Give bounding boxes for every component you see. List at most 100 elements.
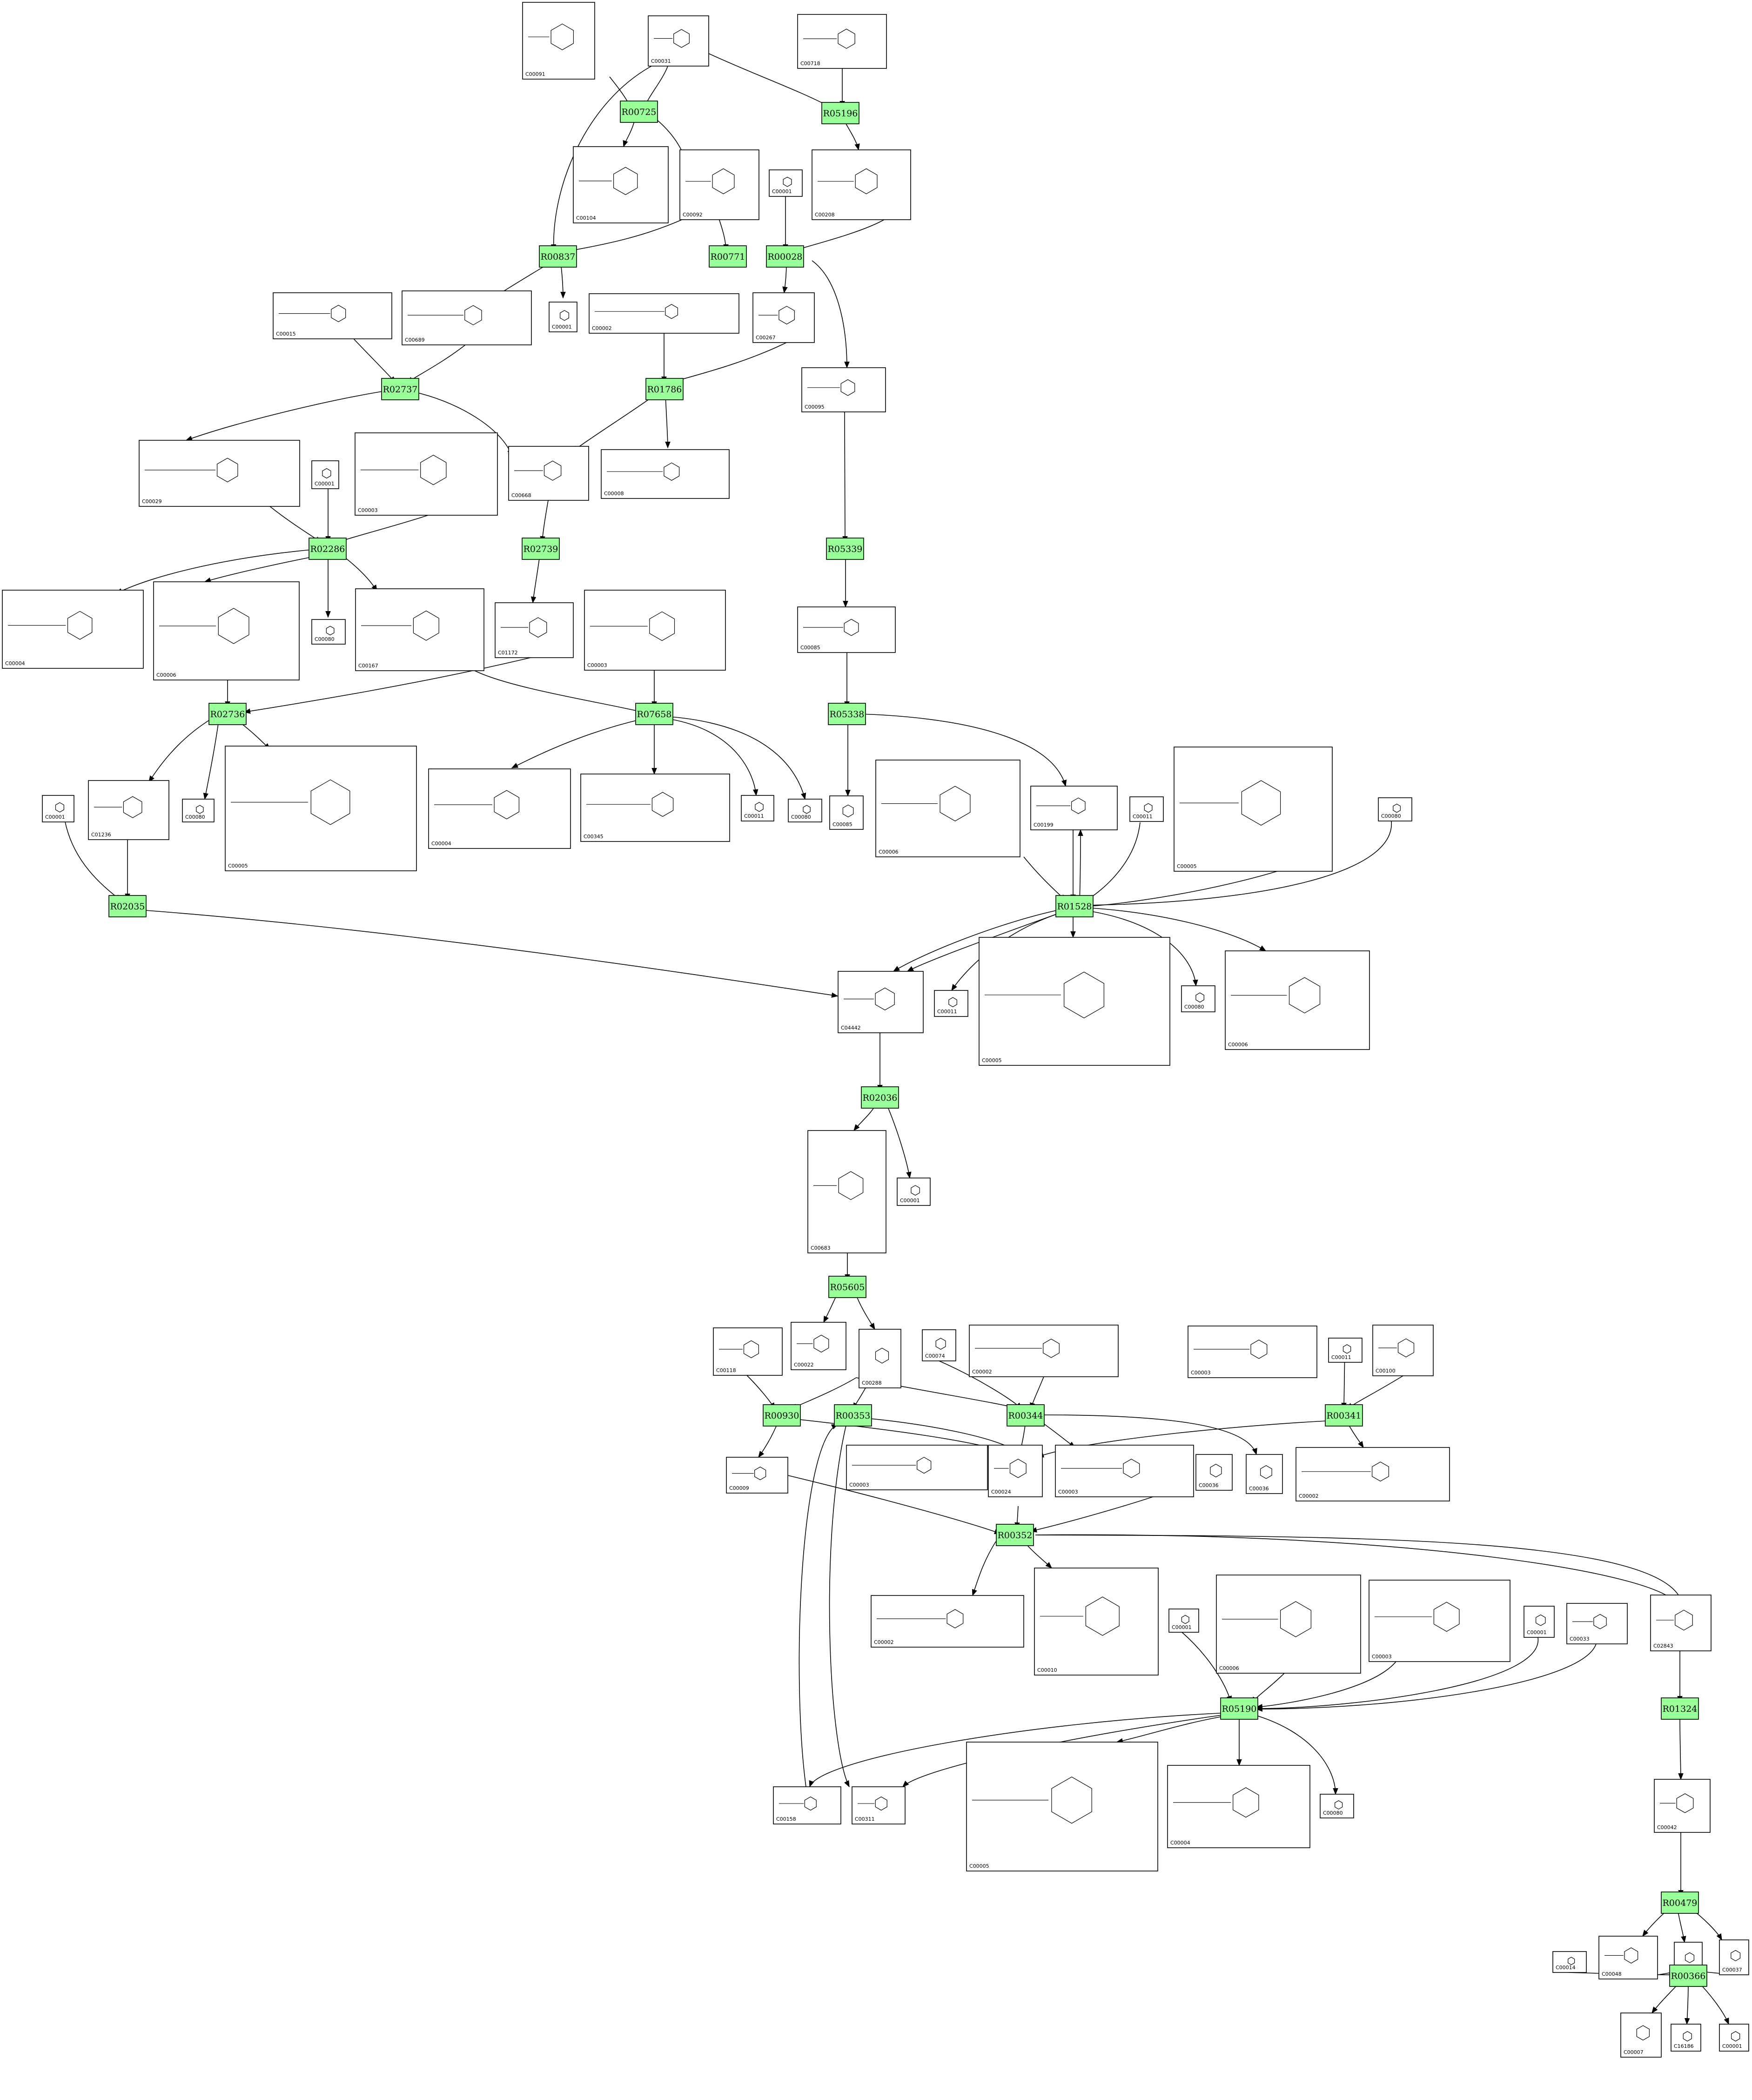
compound-node[interactable]: C00002 xyxy=(589,293,739,334)
reaction-node[interactable]: R02737 xyxy=(381,378,419,400)
compound-node[interactable]: C00167 xyxy=(355,588,484,671)
reaction-node[interactable]: R00837 xyxy=(539,245,577,268)
reaction-node[interactable]: R05196 xyxy=(821,102,859,124)
reaction-node[interactable]: R02035 xyxy=(108,895,147,917)
compound-node[interactable]: C00005 xyxy=(966,1742,1158,1871)
compound-node[interactable]: C00006 xyxy=(875,760,1020,857)
compound-node[interactable]: C00074 xyxy=(922,1329,956,1361)
compound-node[interactable]: C00042 xyxy=(1654,1779,1711,1833)
reaction-node[interactable]: R01786 xyxy=(645,378,684,400)
compound-node[interactable]: C00036 xyxy=(1195,1454,1233,1491)
reaction-node[interactable]: R02736 xyxy=(208,703,247,725)
compound-node[interactable]: C00003 xyxy=(1369,1580,1510,1662)
compound-node[interactable]: C00011 xyxy=(1129,796,1164,822)
compound-node[interactable]: C00001 xyxy=(1168,1609,1199,1633)
reaction-node[interactable]: R00366 xyxy=(1669,1965,1707,1987)
reaction-node[interactable]: R05190 xyxy=(1220,1697,1258,1720)
compound-node[interactable]: C00010 xyxy=(1034,1568,1159,1676)
reaction-node[interactable]: R00028 xyxy=(766,245,804,268)
compound-node[interactable]: C00015 xyxy=(273,292,392,339)
compound-node[interactable]: C00091 xyxy=(522,2,595,80)
compound-node[interactable]: C00001 xyxy=(769,169,803,197)
reaction-node[interactable]: R00353 xyxy=(834,1404,872,1427)
compound-node[interactable]: C00011 xyxy=(934,990,968,1017)
compound-node[interactable]: C00118 xyxy=(713,1327,783,1376)
compound-node[interactable]: C00001 xyxy=(549,302,577,332)
compound-node[interactable]: C00208 xyxy=(812,149,911,220)
reaction-node[interactable]: R02739 xyxy=(522,538,560,560)
compound-node[interactable]: C00080 xyxy=(788,799,822,822)
compound-node[interactable]: C00004 xyxy=(1167,1765,1310,1848)
compound-node[interactable]: C00029 xyxy=(139,440,300,507)
compound-node[interactable]: C00006 xyxy=(153,581,300,680)
compound-node[interactable]: C00031 xyxy=(648,15,709,67)
compound-node[interactable]: C00003 xyxy=(584,590,726,671)
compound-node[interactable]: C00022 xyxy=(791,1322,846,1370)
reaction-node[interactable]: R02286 xyxy=(309,538,347,560)
compound-node[interactable]: C00001 xyxy=(1719,2024,1749,2052)
compound-node[interactable]: C00002 xyxy=(1296,1447,1450,1501)
reaction-node[interactable]: R00479 xyxy=(1661,1891,1699,1914)
compound-node[interactable]: C00006 xyxy=(1225,950,1370,1050)
compound-node[interactable]: C00104 xyxy=(573,146,669,223)
compound-node[interactable]: C00003 xyxy=(1055,1445,1194,1497)
compound-node[interactable]: C02843 xyxy=(1650,1595,1712,1651)
compound-node[interactable]: C00199 xyxy=(1030,786,1118,830)
compound-node[interactable]: C00080 xyxy=(1320,1794,1354,1818)
reaction-node[interactable]: R00341 xyxy=(1325,1404,1363,1427)
compound-node[interactable]: C00007 xyxy=(1620,2012,1662,2058)
reaction-node[interactable]: R00344 xyxy=(1007,1404,1045,1427)
compound-node[interactable]: C00689 xyxy=(402,290,532,345)
reaction-node[interactable]: R05338 xyxy=(828,703,866,725)
reaction-node[interactable]: R00771 xyxy=(709,245,747,268)
compound-node[interactable]: C00036 xyxy=(1246,1454,1283,1494)
compound-node[interactable]: C00288 xyxy=(859,1329,901,1388)
compound-node[interactable]: C00048 xyxy=(1598,1936,1658,1979)
compound-node[interactable]: C00683 xyxy=(807,1130,886,1253)
compound-node[interactable]: C00158 xyxy=(773,1786,841,1824)
compound-node[interactable]: C00001 xyxy=(42,795,74,822)
compound-node[interactable]: C00006 xyxy=(1216,1575,1361,1674)
compound-node[interactable]: C00080 xyxy=(182,799,215,822)
compound-node[interactable]: C00080 xyxy=(311,619,346,645)
compound-node[interactable]: C00668 xyxy=(508,446,589,501)
reaction-node[interactable]: R00725 xyxy=(620,101,658,123)
compound-node[interactable]: C00024 xyxy=(988,1445,1043,1497)
compound-node[interactable]: C16186 xyxy=(1671,2024,1701,2052)
compound-node[interactable]: C00033 xyxy=(1566,1603,1628,1644)
compound-node[interactable]: C00001 xyxy=(897,1178,931,1206)
compound-node[interactable]: C00267 xyxy=(752,292,815,343)
compound-node[interactable]: C00011 xyxy=(1328,1338,1363,1363)
compound-node[interactable]: C00092 xyxy=(679,149,759,220)
reaction-node[interactable]: R05339 xyxy=(826,538,864,560)
compound-node[interactable]: C00004 xyxy=(428,768,571,849)
compound-node[interactable]: C00095 xyxy=(801,367,886,412)
reaction-node[interactable]: R00352 xyxy=(996,1524,1034,1546)
compound-node[interactable]: C00005 xyxy=(1174,747,1333,872)
compound-node[interactable]: C00085 xyxy=(797,606,896,653)
compound-node[interactable]: C00100 xyxy=(1372,1325,1434,1376)
compound-node[interactable]: C00001 xyxy=(1524,1606,1555,1638)
compound-node[interactable]: C04442 xyxy=(838,971,924,1033)
compound-node[interactable]: C00718 xyxy=(797,14,887,69)
reaction-node[interactable]: R01528 xyxy=(1055,895,1094,917)
compound-node[interactable]: C00037 xyxy=(1719,1939,1749,1975)
compound-node[interactable]: C00345 xyxy=(580,774,730,842)
reaction-node[interactable]: R01324 xyxy=(1661,1697,1699,1720)
compound-node[interactable]: C00004 xyxy=(2,590,144,669)
compound-node[interactable]: C00003 xyxy=(846,1445,988,1490)
compound-node[interactable]: C00009 xyxy=(726,1457,788,1494)
reaction-node[interactable]: R05605 xyxy=(828,1276,866,1298)
compound-node[interactable]: C00014 xyxy=(1552,1951,1587,1973)
reaction-node[interactable]: R02036 xyxy=(861,1086,899,1109)
compound-node[interactable]: C00011 xyxy=(741,795,774,821)
compound-node[interactable]: C00008 xyxy=(601,449,730,499)
compound-node[interactable]: C00003 xyxy=(1188,1326,1317,1378)
compound-node[interactable]: C00005 xyxy=(979,937,1170,1066)
reaction-node[interactable]: R07658 xyxy=(635,703,673,725)
compound-node[interactable]: C00085 xyxy=(829,795,864,830)
compound-node[interactable]: C00001 xyxy=(311,460,339,489)
compound-node[interactable]: C00003 xyxy=(355,432,498,516)
compound-node[interactable]: C01236 xyxy=(88,780,169,840)
compound-node[interactable]: C01172 xyxy=(495,602,574,658)
